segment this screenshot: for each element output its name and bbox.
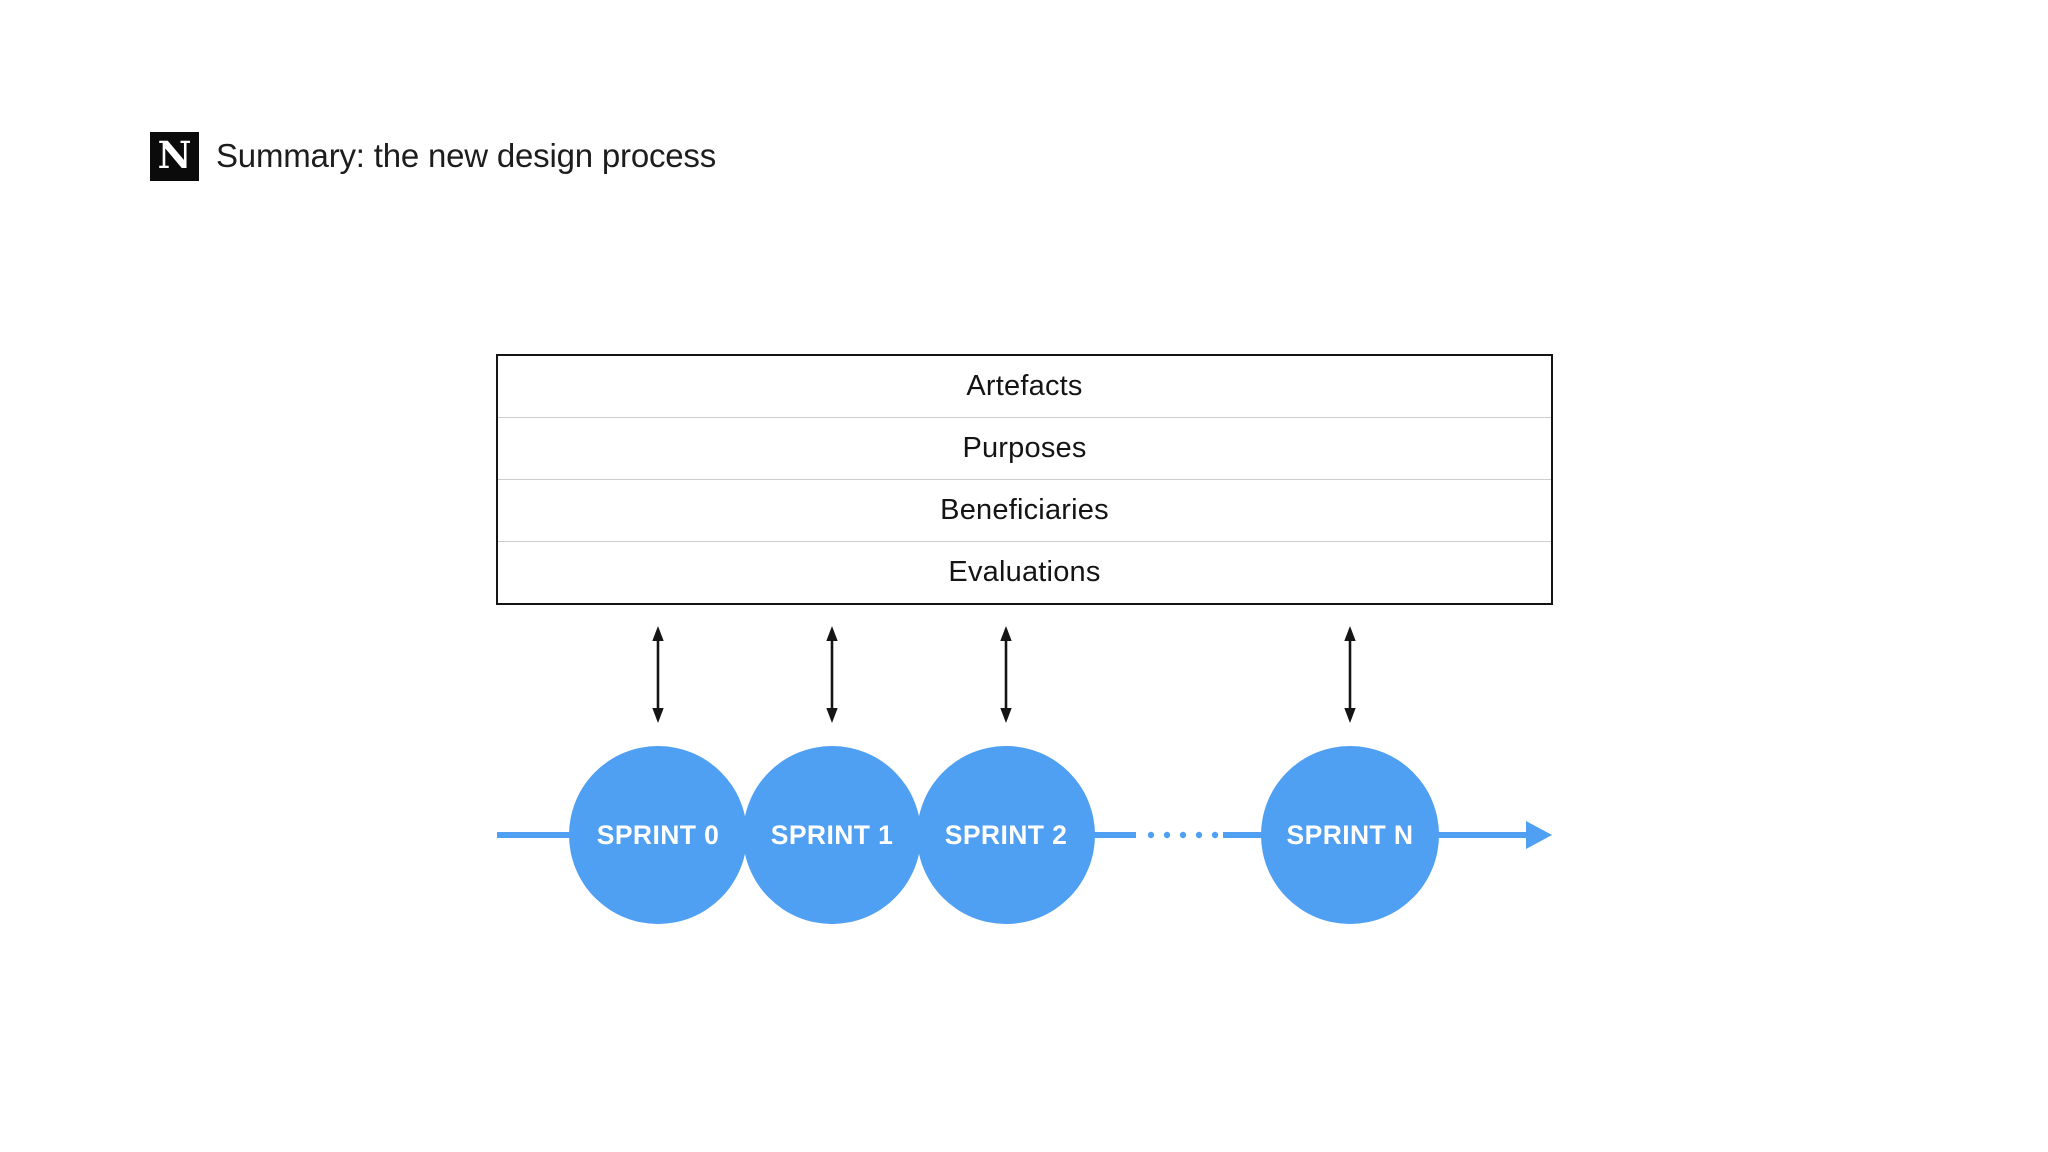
table-row-purposes: Purposes [498, 417, 1551, 479]
arrowhead-up-icon [652, 626, 664, 641]
double-arrow-icon-1 [652, 626, 664, 723]
double-arrow-icon-2 [826, 626, 838, 723]
ellipsis-dot [1211, 831, 1219, 839]
arrowhead-down-icon [652, 708, 664, 723]
ellipsis-dot [1195, 831, 1203, 839]
table-row-evaluations: Evaluations [498, 541, 1551, 603]
notion-logo[interactable]: N [150, 131, 199, 181]
ellipsis-dots-icon [1147, 831, 1219, 839]
sprint-node-1: SPRINT 1 [743, 746, 921, 924]
ellipsis-dot [1163, 831, 1171, 839]
double-arrow-icon-3 [1000, 626, 1012, 723]
sprint-node-2: SPRINT 2 [917, 746, 1095, 924]
table-row-beneficiaries: Beneficiaries [498, 479, 1551, 541]
row-label-beneficiaries: Beneficiaries [940, 494, 1109, 526]
ellipsis-dot [1147, 831, 1155, 839]
sprint-node-n: SPRINT N [1261, 746, 1439, 924]
notion-logo-letter: N [157, 132, 192, 177]
arrowhead-up-icon [1000, 626, 1012, 641]
sprint-label-0: SPRINT 0 [596, 819, 720, 850]
sprint-label-1: SPRINT 1 [770, 819, 894, 850]
row-label-evaluations: Evaluations [948, 556, 1101, 588]
row-label-purposes: Purposes [962, 432, 1087, 464]
page-title: Summary: the new design process [216, 137, 717, 174]
arrowhead-down-icon [1000, 708, 1012, 723]
ellipsis-dot [1179, 831, 1187, 839]
arrowhead-up-icon [826, 626, 838, 641]
timeline-arrowhead-icon [1526, 821, 1552, 849]
document-header: N Summary: the new design process [150, 131, 716, 181]
row-label-artefacts: Artefacts [966, 370, 1083, 402]
arrowhead-down-icon [1344, 708, 1356, 723]
table-row-artefacts: Artefacts [498, 356, 1551, 417]
artefact-layers-table: Artefacts Purposes Beneficiaries Evaluat… [496, 354, 1553, 605]
sprint-label-n: SPRINT N [1286, 819, 1414, 850]
double-arrow-icon-4 [1344, 626, 1356, 723]
sprint-node-0: SPRINT 0 [569, 746, 747, 924]
arrowhead-up-icon [1344, 626, 1356, 641]
arrowhead-down-icon [826, 708, 838, 723]
sprint-label-2: SPRINT 2 [944, 819, 1068, 850]
